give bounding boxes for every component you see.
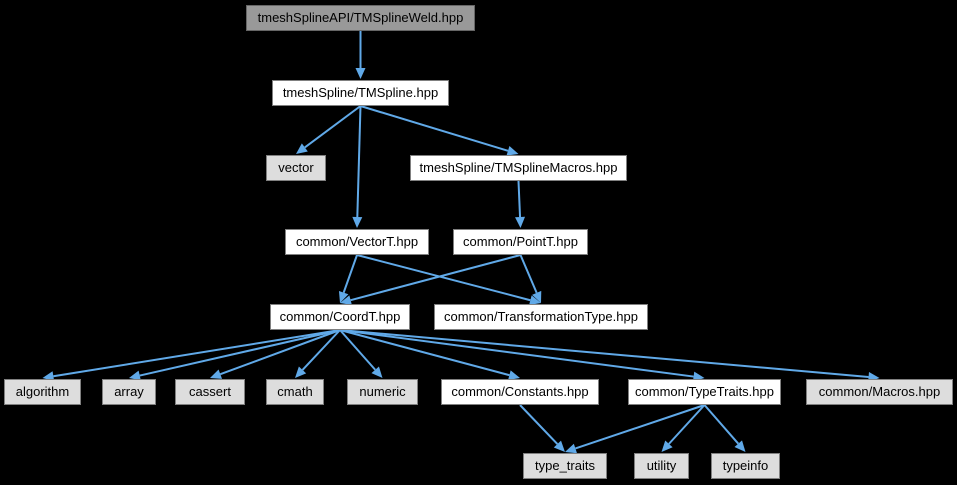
graph-node-array[interactable]: array	[102, 379, 156, 405]
graph-edge-macrosspl-to-pointt	[515, 180, 526, 228]
graph-edge-root-to-tmspline	[355, 31, 366, 79]
graph-edge-typetraits-to-utility	[661, 404, 706, 452]
graph-node-pointt[interactable]: common/PointT.hpp	[453, 229, 588, 255]
graph-node-macros[interactable]: common/Macros.hpp	[806, 379, 953, 405]
graph-node-label: common/TransformationType.hpp	[444, 309, 638, 324]
graph-node-cassert[interactable]: cassert	[175, 379, 245, 405]
graph-edge-coordt-to-cmath	[295, 329, 341, 378]
graph-node-typetraits[interactable]: common/TypeTraits.hpp	[628, 379, 781, 405]
graph-edge-coordt-to-cassert	[210, 329, 341, 379]
graph-node-label: utility	[646, 458, 677, 473]
graph-node-label: common/Constants.hpp	[451, 384, 589, 399]
graph-node-label: typeinfo	[722, 458, 769, 473]
graph-edge-coordt-to-array	[129, 329, 341, 381]
graph-node-label: tmeshSpline/TMSplineMacros.hpp	[419, 160, 618, 175]
graph-node-label: type_traits	[535, 458, 595, 473]
graph-node-label: cassert	[189, 384, 231, 399]
graph-node-utility[interactable]: utility	[634, 453, 689, 479]
graph-node-vectort[interactable]: common/VectorT.hpp	[285, 229, 429, 255]
graph-node-label: common/CoordT.hpp	[279, 309, 401, 324]
graph-edge-constants-to-type_traits	[519, 404, 565, 452]
graph-edge-vectort-to-transtype	[356, 254, 541, 306]
graph-edge-pointt-to-coordt	[340, 254, 521, 306]
graph-node-label: algorithm	[15, 384, 70, 399]
graph-node-label: array	[114, 384, 144, 399]
graph-edge-vectort-to-coordt	[338, 254, 358, 303]
graph-edge-coordt-to-macros	[339, 329, 880, 383]
graph-node-macrosspl[interactable]: tmeshSpline/TMSplineMacros.hpp	[410, 155, 627, 181]
graph-edge-typetraits-to-typeinfo	[703, 404, 746, 452]
graph-node-root[interactable]: tmeshSplineAPI/TMSplineWeld.hpp	[246, 5, 475, 31]
graph-edge-coordt-to-constants	[339, 329, 520, 380]
graph-edge-tmspline-to-macrosspl	[360, 105, 519, 156]
graph-node-cmath[interactable]: cmath	[266, 379, 324, 405]
graph-edge-coordt-to-numeric	[339, 329, 383, 378]
graph-node-tmspline[interactable]: tmeshSpline/TMSpline.hpp	[272, 80, 449, 106]
graph-node-type_traits[interactable]: type_traits	[523, 453, 607, 479]
graph-edge-typetraits-to-type_traits	[565, 404, 705, 454]
graph-node-typeinfo[interactable]: typeinfo	[711, 453, 780, 479]
graph-node-coordt[interactable]: common/CoordT.hpp	[270, 304, 410, 330]
graph-node-label: common/Macros.hpp	[818, 384, 941, 399]
graph-node-numeric[interactable]: numeric	[347, 379, 418, 405]
graph-node-label: tmeshSplineAPI/TMSplineWeld.hpp	[257, 10, 464, 25]
graph-node-label: tmeshSpline/TMSpline.hpp	[282, 85, 439, 100]
graph-node-transtype[interactable]: common/TransformationType.hpp	[434, 304, 648, 330]
graph-edge-pointt-to-transtype	[519, 254, 542, 303]
graph-node-vector[interactable]: vector	[266, 155, 326, 181]
graph-node-label: numeric	[359, 384, 406, 399]
graph-node-label: vector	[278, 160, 314, 175]
graph-edge-tmspline-to-vectort	[352, 105, 363, 228]
graph-node-constants[interactable]: common/Constants.hpp	[441, 379, 599, 405]
graph-edge-coordt-to-typetraits	[339, 329, 705, 382]
graph-node-label: common/VectorT.hpp	[295, 234, 419, 249]
graph-edge-tmspline-to-vector	[296, 105, 362, 154]
graph-node-label: cmath	[277, 384, 313, 399]
graph-node-label: common/TypeTraits.hpp	[635, 384, 774, 399]
graph-edge-coordt-to-algorithm	[42, 329, 341, 382]
graph-node-algorithm[interactable]: algorithm	[4, 379, 81, 405]
graph-node-label: common/PointT.hpp	[463, 234, 578, 249]
